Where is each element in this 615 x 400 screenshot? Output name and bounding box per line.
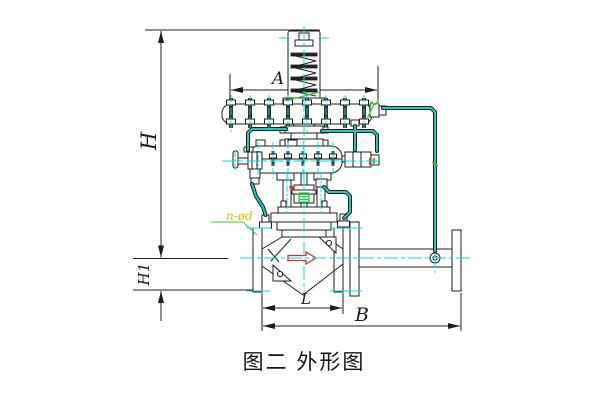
- dimension-lines: [133, 29, 462, 331]
- centerlines: [222, 26, 470, 299]
- downstream-sensing-line: [382, 107, 436, 252]
- needle-valve-handle: [232, 150, 239, 169]
- pipe-needle-valve-to-inlet: [251, 183, 267, 216]
- flange-holes-leader: [211, 221, 258, 236]
- pilot-diaphragm-chamber: [232, 139, 380, 185]
- figure-caption: 图二 外形图: [243, 351, 366, 374]
- spool-flange-left: [349, 221, 360, 297]
- equipment: [221, 30, 462, 297]
- dim-label-H: H: [137, 131, 161, 151]
- flange-holes-label: n-ød: [226, 209, 253, 223]
- dim-label-H1: H1: [135, 263, 153, 287]
- spool-flange-right: [451, 229, 462, 292]
- dim-label-B: B: [354, 304, 369, 326]
- valve-body: [252, 213, 350, 296]
- sensing-lines: [247, 107, 436, 252]
- bolt-centerline-ticks: [230, 95, 365, 214]
- dim-label-A: A: [270, 69, 284, 89]
- inlet-flange: [252, 227, 263, 293]
- pipe-column-to-pilot-right: [321, 130, 378, 152]
- spring-marker-line: [288, 91, 320, 101]
- flange-centerline-ticks: [246, 37, 362, 292]
- dimension-labels: H H1 A L B n-ød: [135, 69, 369, 326]
- flow-direction-arrow: [287, 250, 318, 266]
- dim-label-L: L: [300, 290, 311, 308]
- pipe-pilot-to-outlet: [323, 186, 351, 219]
- stem-pointer: [289, 186, 295, 193]
